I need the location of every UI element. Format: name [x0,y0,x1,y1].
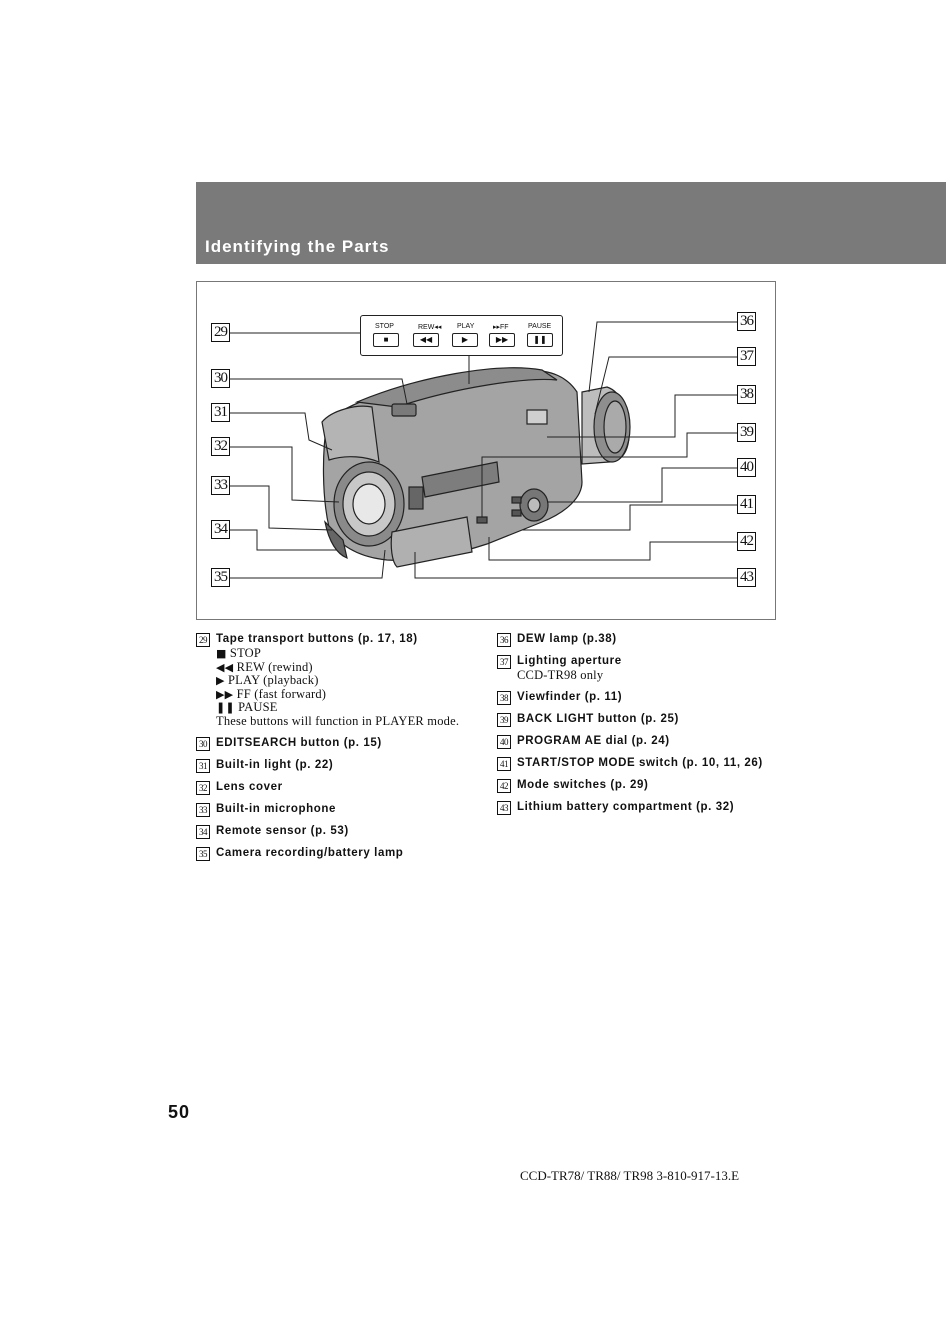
legend-subline: ▶▶ FF (fast forward) [216,686,476,702]
legend-title: Viewfinder (p. 11) [517,690,623,703]
legend-title: Lens cover [216,780,283,793]
legend-number: 35 [196,846,210,861]
legend-item-42: 42 Mode switches (p. 29) [497,778,797,793]
callout-43: 43 [737,568,756,587]
legend-item-38: 38 Viewfinder (p. 11) [497,690,797,705]
legend-number: 39 [497,712,511,727]
legend-title: Mode switches (p. 29) [517,778,649,791]
legend-title: START/STOP MODE switch (p. 10, 11, 26) [517,756,763,769]
camcorder-drawing [230,321,737,579]
legend-title: DEW lamp (p.38) [517,633,617,645]
camcorder-illustration: STOP REW◂◂ PLAY ▸▸FF PAUSE ■ ◀◀ ▶ ▶▶ ❚❚ … [196,281,776,620]
legend-title: Lithium battery compartment (p. 32) [517,800,735,813]
legend-number: 38 [497,690,511,705]
transport-symbol-icon: ◀◀ [216,660,234,674]
legend-number: 31 [196,758,210,773]
legend-number: 30 [196,736,210,751]
legend-number: 36 [497,633,511,647]
legend-item-32: 32 Lens cover [196,780,476,795]
legend-subline-text: PAUSE [234,700,278,715]
transport-label-rew: REW◂◂ [418,324,442,331]
legend-item-39: 39 BACK LIGHT button (p. 25) [497,712,797,727]
callout-37: 37 [737,347,756,366]
legend-item-30: 30 EDITSEARCH button (p. 15) [196,736,476,751]
callout-41: 41 [737,495,756,514]
legend-number: 42 [497,778,511,793]
legend-item-33: 33 Built-in microphone [196,802,476,817]
legend-item-36: 36 DEW lamp (p.38) [497,632,797,647]
legend-item-34: 34 Remote sensor (p. 53) [196,824,476,839]
legend-item-41: 41 START/STOP MODE switch (p. 10, 11, 26) [497,756,797,771]
legend-subline-text: PLAY (playback) [224,673,319,688]
transport-label-pause: PAUSE [528,323,552,330]
tape-transport-panel: STOP REW◂◂ PLAY ▸▸FF PAUSE ■ ◀◀ ▶ ▶▶ ❚❚ [360,315,563,356]
legend-title: Camera recording/battery lamp [216,846,404,859]
transport-symbol-icon: ▶ [216,674,225,688]
legend-title: Built-in light (p. 22) [216,758,334,771]
legend-subline: CCD-TR98 only [517,668,797,683]
stop-icon: ■ [373,333,399,347]
callout-35: 35 [211,568,230,587]
callout-30: 30 [211,369,230,388]
legend-number: 33 [196,802,210,817]
legend-title: Remote sensor (p. 53) [216,824,349,837]
callout-36: 36 [737,312,756,331]
legend-title: PROGRAM AE dial (p. 24) [517,734,670,747]
legend-title: Lighting aperture [517,655,622,667]
legend-item-31: 31 Built-in light (p. 22) [196,758,476,773]
callout-40: 40 [737,458,756,477]
transport-symbol-icon: ■ [216,647,227,660]
legend-title: BACK LIGHT button (p. 25) [517,712,679,725]
legend-title: EDITSEARCH button (p. 15) [216,736,382,749]
legend-subline: ❚❚ PAUSE [216,701,476,715]
legend-number: 37 [497,655,511,669]
legend-subline: ◀◀ REW (rewind) [216,659,476,675]
rewind-icon: ◀◀ [413,333,439,347]
callout-31: 31 [211,403,230,422]
legend-subline: ▶ PLAY (playback) [216,673,476,688]
legend-subline-text: These buttons will function in PLAYER mo… [216,713,460,728]
legend-title: Tape transport buttons (p. 17, 18) [216,633,418,645]
legend-number: 43 [497,800,511,815]
legend-item-35: 35 Camera recording/battery lamp [196,846,476,861]
callout-29: 29 [211,323,230,342]
transport-symbol-icon: ❚❚ [216,701,235,715]
legend-number: 29 [196,633,210,647]
callout-38: 38 [737,385,756,404]
legend-number: 40 [497,734,511,749]
fast-forward-icon: ▶▶ [489,333,515,347]
legend-subline-text: FF (fast forward) [233,686,327,701]
transport-label-stop: STOP [375,323,394,330]
legend-number: 32 [196,780,210,795]
model-footer: CCD-TR78/ TR88/ TR98 3-810-917-13.E [520,1168,740,1183]
legend-title: Built-in microphone [216,802,337,815]
page-title: Identifying the Parts [205,237,390,256]
callout-42: 42 [737,532,756,551]
callout-39: 39 [737,423,756,442]
legend-item-40: 40 PROGRAM AE dial (p. 24) [497,734,797,749]
legend-subline-text: STOP [226,646,262,660]
pause-icon: ❚❚ [527,333,553,347]
callout-32: 32 [211,437,230,456]
legend-subline: ■ STOP [216,646,476,661]
page-number: 50 [168,1102,191,1122]
legend-item-43: 43 Lithium battery compartment (p. 32) [497,800,797,815]
callout-34: 34 [211,520,230,539]
legend-subline: These buttons will function in PLAYER mo… [216,713,476,729]
transport-label-play: PLAY [457,323,475,330]
transport-symbol-icon: ▶▶ [216,687,234,701]
play-icon: ▶ [452,333,478,347]
legend-subline-text: CCD-TR98 only [517,668,604,682]
callout-33: 33 [211,476,230,495]
legend-number: 41 [497,756,511,771]
transport-label-ff: ▸▸FF [493,324,509,331]
section-banner: Identifying the Parts [196,182,946,264]
legend-subline-text: REW (rewind) [233,659,313,674]
legend-number: 34 [196,824,210,839]
